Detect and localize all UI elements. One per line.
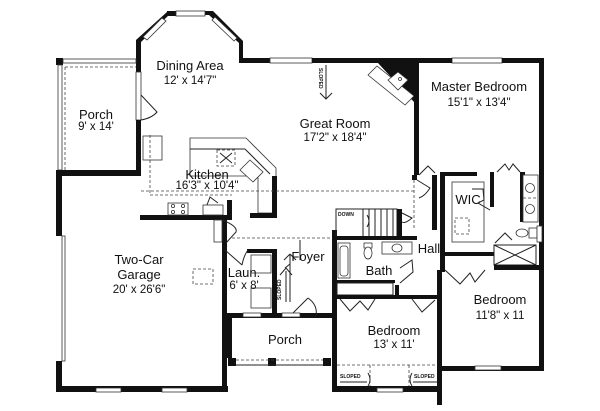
bath-label: Bath [365,263,393,278]
hall-label: Hall [417,241,441,256]
bedroom-right-label: Bedroom [473,292,527,307]
side-porch-dims: 9' x 14' [78,121,114,133]
foyer-porch [227,240,331,366]
bedroom-bottom-label: Bedroom [367,323,421,338]
kitchen-dims: 16'3" x 10'4" [175,180,239,192]
slope-arrows [279,65,333,302]
garage-walls [56,170,237,393]
great-room-dims: 17'2" x 18'4" [303,132,367,144]
bedroom-bottom-dims: 13' x 11' [373,339,415,351]
laundry-room [224,249,332,318]
bedroom-sloped-note-left: SLOPED [340,374,361,380]
bedroom-sloped-note-right: SLOPED [414,374,435,380]
front-porch-label: Porch [268,332,302,347]
master-bedroom-label: Master Bedroom [430,79,528,94]
dining-area-dims: 12' x 14'7" [163,75,217,87]
side-porch-label: Porch [79,107,113,122]
dining-area-label: Dining Area [156,58,224,73]
stairs-bath-hall [332,175,437,390]
foyer-label: Foyer [291,249,325,264]
master-bedroom-dims: 15'1" x 13'4" [447,97,511,109]
garage-label-line1: Two-Car [114,252,164,267]
wic-label: WIC [455,192,481,207]
laundry-label: Laun. [227,265,261,280]
great-room-label: Great Room [299,116,371,131]
garage-dims: 20' x 26'6" [112,284,166,296]
bedroom-right-dims: 11'8" x 11 [475,310,525,322]
kitchen-label: Kitchen [185,167,229,182]
bedrooms-walls [332,269,544,405]
top-walls [269,57,544,371]
stairs-down-note: DOWN [338,212,354,218]
laundry-dims: 6' x 8' [229,280,259,292]
great-room-sloped-note: SLOPED [317,68,323,89]
dining-bay-walls [136,10,270,72]
garage-label-line2: Garage [117,267,161,282]
kitchen-fixtures [140,135,277,220]
master-suite-interior [418,163,544,272]
foyer-sloped-note: SLOPED [277,279,283,300]
